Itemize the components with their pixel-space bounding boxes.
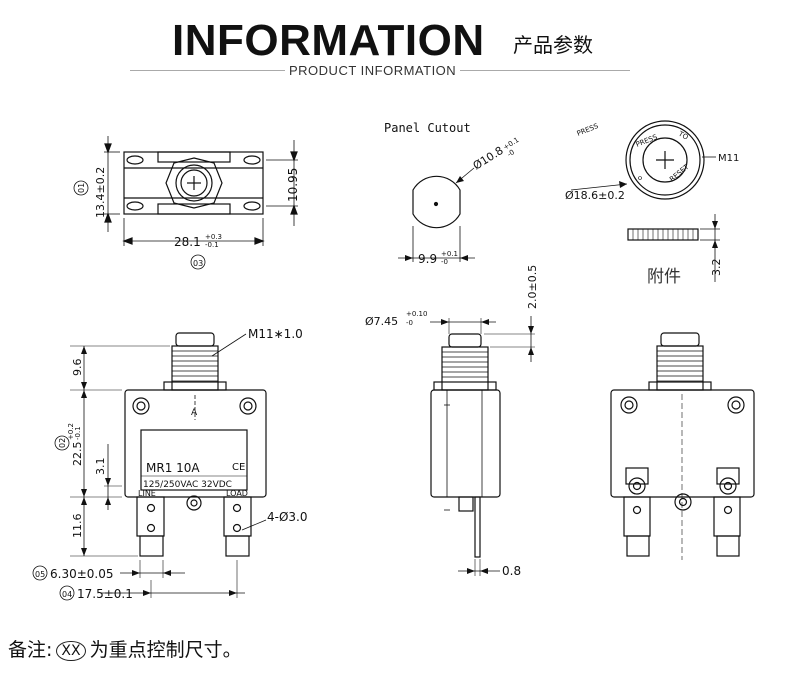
back-body xyxy=(610,389,755,498)
front-mid-height: 3.1 xyxy=(94,458,107,476)
side-button-cap xyxy=(448,333,482,348)
front-upper-height: 9.6 xyxy=(71,359,84,377)
note-prefix: 备注: xyxy=(8,639,53,661)
front-rating: 125/250VAC 32VDC xyxy=(143,480,232,490)
top-view xyxy=(104,136,298,246)
back-view xyxy=(610,332,755,560)
note-text: 为重点控制尺寸。 xyxy=(89,639,242,661)
ring-label-to: TO xyxy=(676,129,690,142)
page-title-cn: 产品参数 xyxy=(513,33,593,57)
page-title: INFORMATION xyxy=(172,16,485,65)
front-body-tol-upper: +0.2 xyxy=(67,423,75,440)
side-body xyxy=(430,389,501,498)
ring-label-reset: RESET xyxy=(668,163,691,184)
front-thread-label: M11∗1.0 xyxy=(248,327,303,341)
top-inner-height-dim: 10.95 xyxy=(286,168,300,202)
front-arrow-label: A xyxy=(191,408,198,418)
side-button-height: 2.0±0.5 xyxy=(526,265,539,309)
front-terminal-width-tag: 05 xyxy=(35,570,45,579)
front-holes: 4-Ø3.0 xyxy=(267,510,308,524)
top-width-dim: 28.1 xyxy=(174,235,201,249)
front-terminal-width: 6.30±0.05 xyxy=(50,567,114,581)
front-terminal-length: 11.6 xyxy=(71,514,84,539)
front-terminal-pitch-tag: 04 xyxy=(62,590,72,599)
accessory-thread: M11 xyxy=(718,153,739,164)
accessory-thickness: 3.2 xyxy=(710,259,723,277)
accessory-diameter: Ø18.6±0.2 xyxy=(565,189,625,202)
hex-nut xyxy=(165,157,223,209)
front-body-tag: 02 xyxy=(58,438,67,448)
front-button-cap xyxy=(175,332,215,347)
accessory-press-label: PRESS xyxy=(576,122,600,138)
side-button-tol-lower: -0 xyxy=(406,319,413,327)
cutout-flat-tol-lower: -0 xyxy=(441,258,448,266)
side-button-tol-upper: +0.10 xyxy=(406,310,427,318)
accessory-label-cn: 附件 xyxy=(647,267,681,287)
cutout-shape xyxy=(412,175,461,229)
front-line-label: LINE xyxy=(138,489,156,498)
front-body xyxy=(124,389,267,498)
cutout-diameter-tol-lower: -0 xyxy=(506,148,516,158)
note-tag: XX xyxy=(56,640,86,661)
top-height-tag: 01 xyxy=(77,183,86,193)
page-subtitle: PRODUCT INFORMATION xyxy=(285,63,461,79)
ring-label-press: PRESS xyxy=(635,133,659,149)
front-model: MR1 10A xyxy=(146,461,200,475)
top-width-tol-lower: -0.1 xyxy=(205,241,219,249)
accessory-ring xyxy=(570,120,720,282)
cutout-flat-tol-upper: +0.1 xyxy=(441,250,458,258)
front-thread xyxy=(171,345,219,391)
push-button xyxy=(175,164,213,202)
top-width-tol-upper: +0.3 xyxy=(205,233,222,241)
cutout-flat: 9.9 xyxy=(418,252,437,266)
panel-cutout-title: Panel Cutout xyxy=(384,121,471,135)
panel-cutout xyxy=(398,167,475,262)
front-body-height: 22.5 xyxy=(71,442,84,467)
front-view xyxy=(70,332,267,598)
side-pin xyxy=(474,496,481,558)
cutout-diameter: Ø10.8 xyxy=(471,144,506,173)
top-view-upper-tab xyxy=(157,151,231,163)
front-terminal-pitch: 17.5±0.1 xyxy=(77,587,133,601)
front-label-plate xyxy=(140,429,248,491)
top-view-lower-tab xyxy=(157,203,231,215)
front-body-tol-lower: -0.1 xyxy=(74,426,82,440)
side-button-dia: Ø7.45 xyxy=(365,315,398,328)
top-height-dim: 13.4±0.2 xyxy=(94,167,107,218)
front-ce-mark: CE xyxy=(232,462,245,473)
side-view xyxy=(430,316,535,576)
front-load-label: LOAD xyxy=(226,489,248,498)
side-thread xyxy=(441,346,489,391)
top-width-tag: 03 xyxy=(193,259,203,268)
side-pin-thickness: 0.8 xyxy=(502,564,521,578)
